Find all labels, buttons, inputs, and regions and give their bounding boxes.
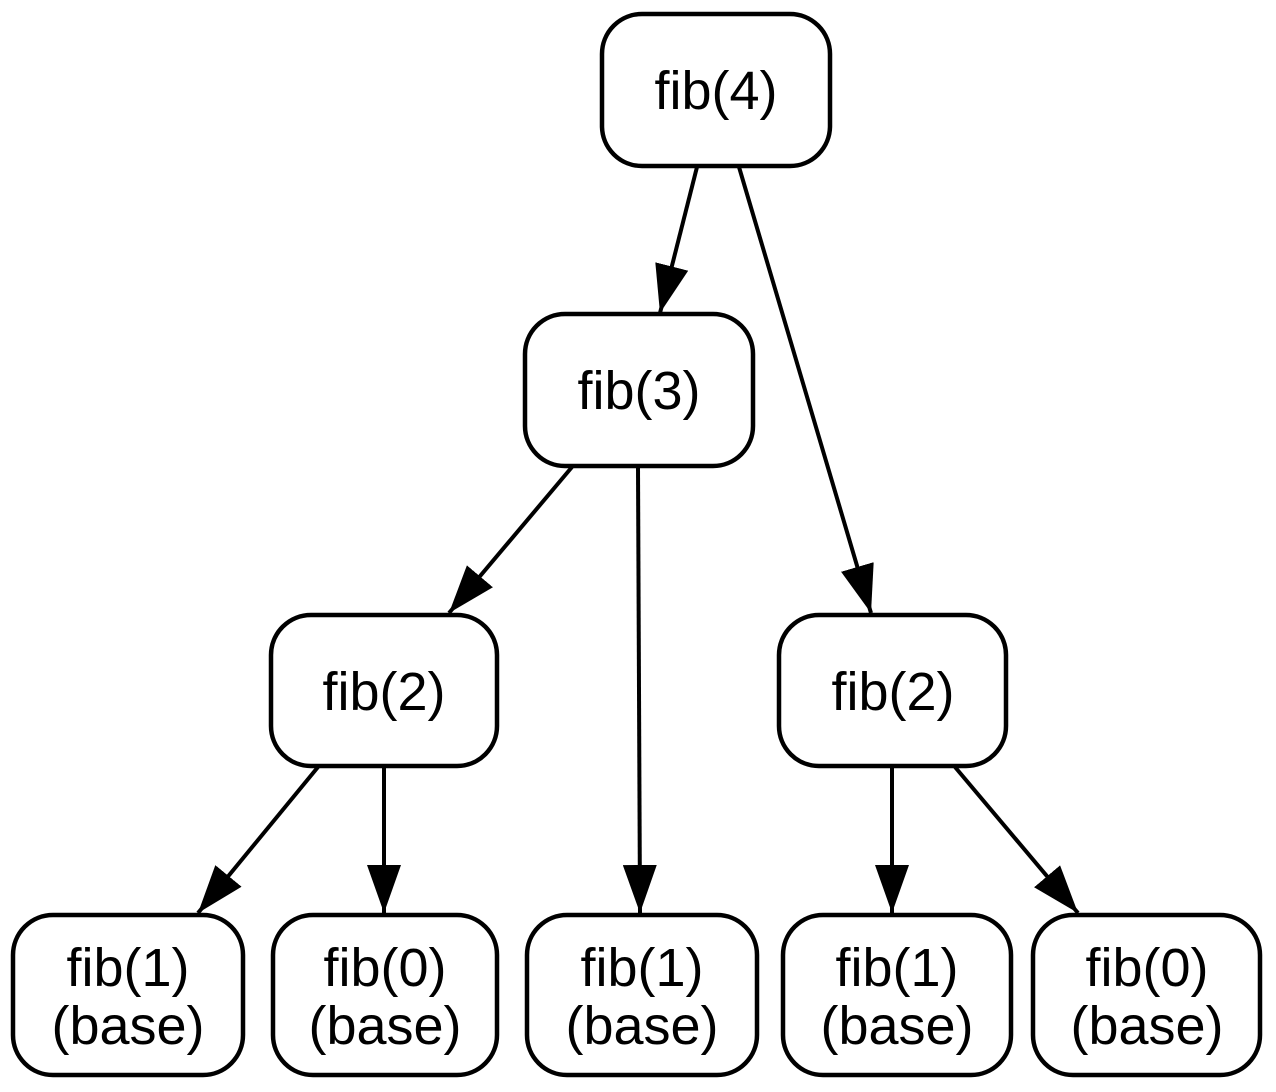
node-label: fib(0) — [323, 938, 446, 998]
edges-layer — [196, 166, 1080, 915]
node-box — [10, 912, 246, 1078]
node-sublabel: (base) — [308, 996, 461, 1056]
node-fib2-right: fib(2) — [776, 612, 1009, 769]
node-label: fib(1) — [66, 938, 189, 998]
node-label: fib(4) — [654, 61, 777, 121]
node-fib4: fib(4) — [599, 11, 833, 169]
node-sublabel: (base) — [820, 996, 973, 1056]
edge-fib3-leaf-3 — [622, 466, 657, 914]
node-box — [1030, 912, 1263, 1078]
edge-fib3-fib2-left — [447, 465, 574, 615]
node-leaf-5: fib(0) (base) — [1030, 912, 1263, 1078]
edge-fib2-right-leaf-5 — [953, 765, 1080, 915]
node-box — [270, 912, 500, 1078]
node-label: fib(1) — [835, 938, 958, 998]
node-fib2-left: fib(2) — [268, 612, 500, 769]
node-sublabel: (base) — [565, 996, 718, 1056]
node-fib3: fib(3) — [522, 311, 756, 469]
node-leaf-2: fib(0) (base) — [270, 912, 500, 1078]
node-box — [780, 912, 1014, 1078]
node-sublabel: (base) — [1070, 996, 1223, 1056]
node-leaf-1: fib(1) (base) — [10, 912, 246, 1078]
node-box — [522, 311, 756, 469]
node-box — [524, 912, 760, 1078]
node-label: fib(3) — [577, 361, 700, 421]
node-label: fib(2) — [831, 662, 954, 722]
node-leaf-4: fib(1) (base) — [780, 912, 1014, 1078]
node-label: fib(0) — [1085, 938, 1208, 998]
node-box — [268, 612, 500, 769]
node-leaf-3: fib(1) (base) — [524, 912, 760, 1078]
node-label: fib(1) — [580, 938, 703, 998]
edge-fib4-fib2-right — [737, 166, 874, 614]
node-label: fib(2) — [322, 662, 445, 722]
nodes-layer: fib(4) fib(3) fib(2) fib(2) fib(1) (base… — [10, 11, 1263, 1078]
edge-fib2-left-leaf-1 — [196, 765, 320, 915]
node-box — [599, 11, 833, 169]
edge-fib4-fib3 — [655, 166, 699, 314]
node-sublabel: (base) — [51, 996, 204, 1056]
node-box — [776, 612, 1009, 769]
